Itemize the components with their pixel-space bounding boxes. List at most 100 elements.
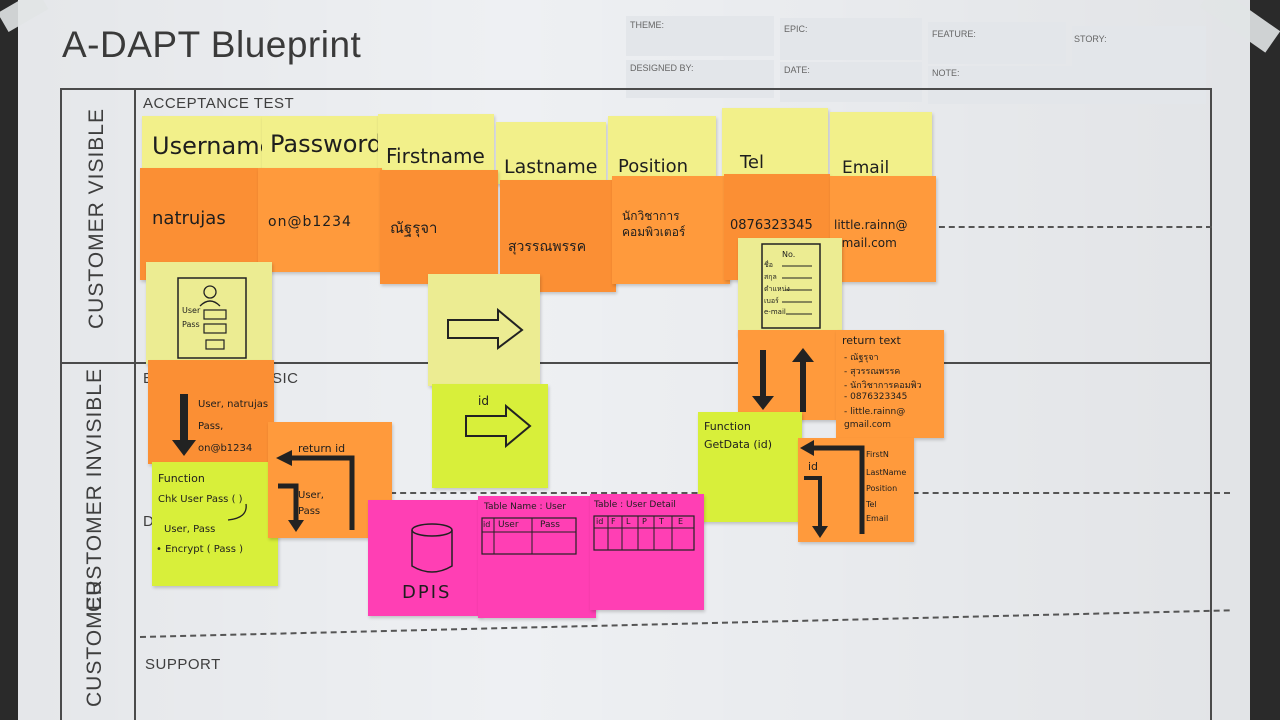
login-input-text: User, natrujas Pass, on@b1234 [198, 399, 269, 454]
login-user-label: User [182, 306, 201, 315]
user-table-column: Pass [540, 520, 560, 530]
dashed-divider-1 [840, 226, 1212, 228]
database-label: DPIS [402, 582, 452, 603]
field-label: Position [618, 156, 689, 177]
return-loop-arrow-icon [800, 440, 865, 538]
meta-date: DATE: [784, 65, 810, 75]
return-text-item: - little.rainn@ gmail.com [844, 407, 906, 430]
field-value-note: สุวรรณพรรค [500, 180, 616, 292]
return-text-item: - นักวิชาการคอมพิว [844, 381, 922, 391]
field-label: Username [152, 132, 275, 160]
user-detail-column: L [626, 517, 631, 526]
function-chk-user-pass-note: Function Chk User Pass ( ) User, Pass • … [152, 462, 278, 586]
section-business-logic-end: SIC [272, 370, 299, 387]
user-detail-table-title: Table : User Detail [594, 500, 676, 510]
return-loop-arrow-icon [276, 450, 355, 532]
meta-box-note [928, 66, 1206, 104]
field-label-note: Password [262, 116, 383, 174]
field-label: Lastname [504, 156, 598, 178]
field-label-note: Email [830, 112, 932, 178]
field-label: Email [842, 158, 890, 178]
meta-story: STORY: [1074, 34, 1107, 44]
field-value-note: little.rainn@ gmail.com [830, 176, 936, 282]
field-value: natrujas [152, 208, 226, 229]
field-value-note: natrujas [140, 168, 264, 280]
user-table-note: Table Name : User id User Pass [478, 496, 596, 618]
return-text-item: - สุวรรณพรรค [844, 367, 901, 377]
section-data: D [143, 513, 155, 530]
profile-form-row: เบอร์ [764, 297, 779, 305]
user-detail-column: T [659, 517, 664, 526]
profile-form-row: ตำแหน่ง [764, 285, 790, 293]
profile-form-sketch-note: No. ชื่อ สกุล ตำแหน่ง เบอร์ e-mail [738, 238, 842, 336]
id-arrow-label: id [478, 394, 489, 408]
board-title: A-DAPT Blueprint [62, 24, 362, 65]
field-value-note: ณัฐรุจา [380, 170, 498, 284]
user-table-title: Table Name : User [484, 502, 566, 512]
user-detail-column: P [642, 517, 647, 526]
field-label-note: Position [608, 116, 716, 182]
field-label-note: Firstname [378, 114, 494, 176]
return-text-title: return text [842, 334, 901, 347]
user-detail-table-grid [593, 515, 695, 551]
meta-box-date [780, 62, 922, 102]
return-field-item: FirstN [866, 450, 889, 459]
right-arrow-icon [465, 403, 532, 449]
meta-box-theme [626, 16, 774, 56]
return-field-item: Position [866, 484, 898, 493]
meta-box-designed-by [626, 60, 774, 98]
field-value: on@b1234 [268, 214, 352, 230]
field-label-note: Lastname [496, 122, 606, 184]
field-value: little.rainn@ gmail.com [834, 218, 908, 250]
return-text-item: - 0876323345 [844, 392, 908, 402]
return-text-note: return text - ณัฐรุจา - สุวรรณพรรค - นัก… [836, 330, 944, 438]
user-detail-column: E [678, 517, 684, 526]
profile-form-row: ชื่อ [764, 261, 773, 269]
user-table-grid [481, 517, 577, 555]
blueprint-frame [60, 88, 1212, 720]
get-data-arrows-note [738, 330, 842, 420]
return-field-item: LastName [866, 468, 907, 477]
login-pass-label: Pass [182, 320, 200, 329]
field-label: Firstname [386, 144, 485, 168]
return-fields-id-label: id [808, 460, 819, 473]
field-label-note: Tel [722, 108, 828, 178]
meta-feature: FEATURE: [932, 29, 976, 39]
database-icon [411, 523, 453, 573]
function-get-data-note: Function GetData (id) [698, 412, 802, 522]
return-id-text: return id [298, 442, 346, 455]
field-value: ณัฐรุจา [390, 219, 438, 237]
field-label: Tel [740, 152, 765, 173]
user-table-column: User [498, 520, 519, 530]
return-field-item: Email [866, 514, 889, 523]
meta-note: NOTE: [932, 68, 960, 78]
field-value: นักวิชาการ คอมพิวเตอร์ [622, 209, 686, 239]
field-value: สุวรรณพรรค [508, 239, 587, 255]
profile-form-row: e-mail [764, 308, 786, 316]
right-arrow-icon [447, 307, 524, 350]
section-acceptance-test: ACCEPTANCE TEST [143, 95, 295, 112]
function-chk-name: Chk User Pass ( ) [158, 494, 243, 505]
meta-box-story [1072, 26, 1206, 68]
up-down-arrows-icon [752, 348, 814, 412]
flow-arrow-note [428, 274, 540, 386]
user-table-column: id [483, 520, 491, 529]
meta-epic: EPIC: [784, 24, 808, 34]
return-fields-note: id FirstN LastName Position Tel Email [798, 438, 914, 542]
meta-designed-by: DESIGNED BY: [630, 63, 694, 73]
user-detail-table-note: Table : User Detail id F L P T E [590, 494, 704, 610]
function-get-title: Function [704, 420, 751, 433]
user-pass-text: User, Pass [298, 490, 324, 517]
meta-box-feature [928, 22, 1066, 64]
field-value: 0876323345 [730, 218, 813, 233]
section-support: SUPPORT [145, 656, 221, 673]
id-arrow-note: id [432, 384, 548, 488]
login-form-sketch-note: User Pass [146, 262, 272, 364]
lane-label-column-divider [134, 88, 136, 720]
profile-form-row: สกุล [764, 273, 777, 281]
profile-form-sketch [761, 243, 821, 329]
field-value-note: on@b1234 [258, 168, 382, 272]
function-chk-step: • Encrypt ( Pass ) [156, 544, 243, 555]
user-detail-column: F [611, 517, 616, 526]
field-label: Password [270, 130, 383, 158]
